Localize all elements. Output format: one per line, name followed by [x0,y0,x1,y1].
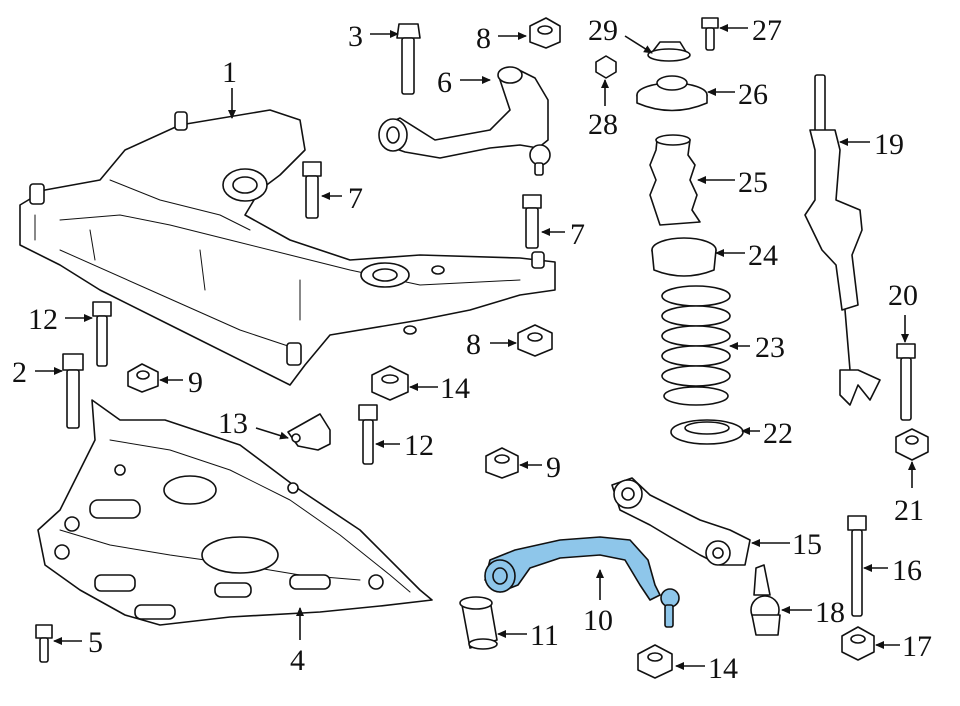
callout-2: 2 [12,356,27,389]
callout-12-mid: 12 [404,429,434,462]
bolt-7-left [302,161,322,219]
callout-22: 22 [763,417,793,450]
upper-control-arm [378,66,551,176]
callout-24: 24 [748,239,778,272]
nut-14-bottom [637,644,673,679]
callout-21: 21 [894,494,924,527]
bolt-5 [35,624,53,663]
callout-7-right: 7 [570,218,585,251]
callout-29: 29 [588,14,618,47]
callout-4: 4 [290,644,305,677]
callout-12-left: 12 [28,303,58,336]
bolt-12-mid [358,404,378,465]
nut-21 [895,428,929,461]
bolt-7-right [522,194,542,249]
subframe-crossmember [19,109,556,386]
callout-28: 28 [588,108,618,141]
leader-lines [35,24,916,670]
callout-18: 18 [815,596,845,629]
callout-1: 1 [222,56,237,89]
callout-9-left: 9 [188,366,203,399]
tension-strut [611,477,751,566]
callout-23: 23 [755,331,785,364]
callout-14-mid: 14 [440,372,470,405]
nut-17 [841,626,875,661]
nut-9-mid [485,447,519,479]
upper-spring-seat [651,237,717,277]
callout-16: 16 [892,554,922,587]
callout-17: 17 [902,630,932,663]
upper-mount-cap [647,41,691,62]
callout-19: 19 [874,128,904,161]
lower-control-arm [484,536,680,628]
nut-8-top [529,17,561,49]
callout-5: 5 [88,626,103,659]
callout-3: 3 [348,20,363,53]
callout-14-bottom: 14 [708,652,738,685]
callout-20: 20 [888,279,918,312]
nut-8-mid [517,324,553,357]
nut-14-mid [371,365,409,401]
callout-8-top: 8 [476,22,491,55]
callout-15: 15 [792,528,822,561]
bolt-20 [896,343,916,421]
callout-10: 10 [583,604,613,637]
callout-26: 26 [738,78,768,111]
callout-9-mid: 9 [546,451,561,484]
lower-spring-seat [670,419,744,445]
bracket-13 [287,413,331,451]
nut-9-left [127,363,159,393]
bolt-27 [701,17,719,51]
callout-7-left: 7 [348,182,363,215]
bushing [459,596,498,650]
bolt-16 [847,515,867,617]
strut-top-mount [636,75,708,112]
callout-13: 13 [218,407,248,440]
callout-labels: 1 2 3 4 5 6 7 7 8 8 9 9 10 11 12 12 13 1… [12,14,932,685]
coil-spring [661,285,731,406]
callout-27: 27 [752,14,782,47]
callout-25: 25 [738,166,768,199]
ball-joint [750,564,781,636]
shock-absorber [804,74,881,406]
nut-28 [595,55,617,79]
callout-11: 11 [530,619,559,652]
callout-6: 6 [437,66,452,99]
bolt-3 [396,23,421,95]
bolt-12-left [92,301,112,367]
underbody-shield [37,399,433,626]
callout-8-mid: 8 [466,328,481,361]
bump-stop-boot [649,134,701,226]
bolt-2 [62,353,84,429]
